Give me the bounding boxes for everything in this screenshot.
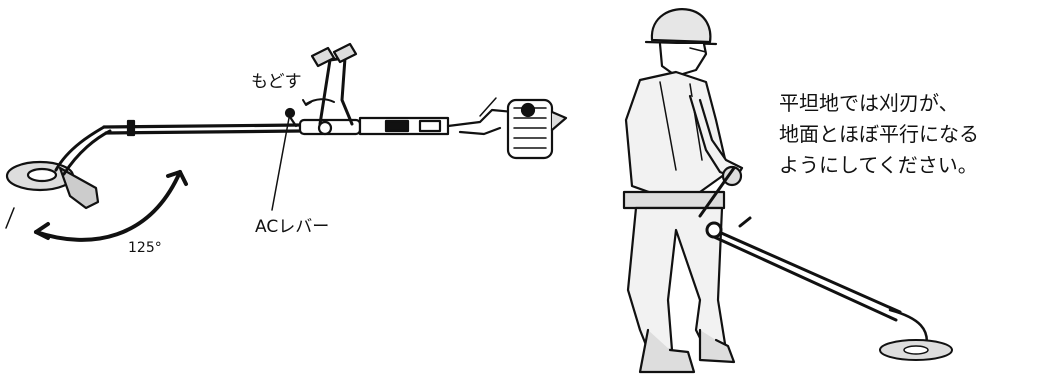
instruction-line-2: 地面とほぼ平行になる — [779, 119, 979, 150]
ac-lever-label: ACレバー — [255, 212, 329, 237]
angle-label: 125° — [128, 240, 162, 256]
instruction-text: 平坦地では刈刃が、 地面とほぼ平行になる ようにしてください。 — [779, 88, 979, 181]
return-label: もどす — [251, 67, 302, 92]
instruction-line-1: 平坦地では刈刃が、 — [779, 88, 979, 119]
trimmer-shaft-right — [700, 168, 952, 360]
operator-figure — [624, 9, 742, 372]
helmet — [652, 9, 710, 42]
instruction-line-3: ようにしてください。 — [779, 150, 979, 181]
